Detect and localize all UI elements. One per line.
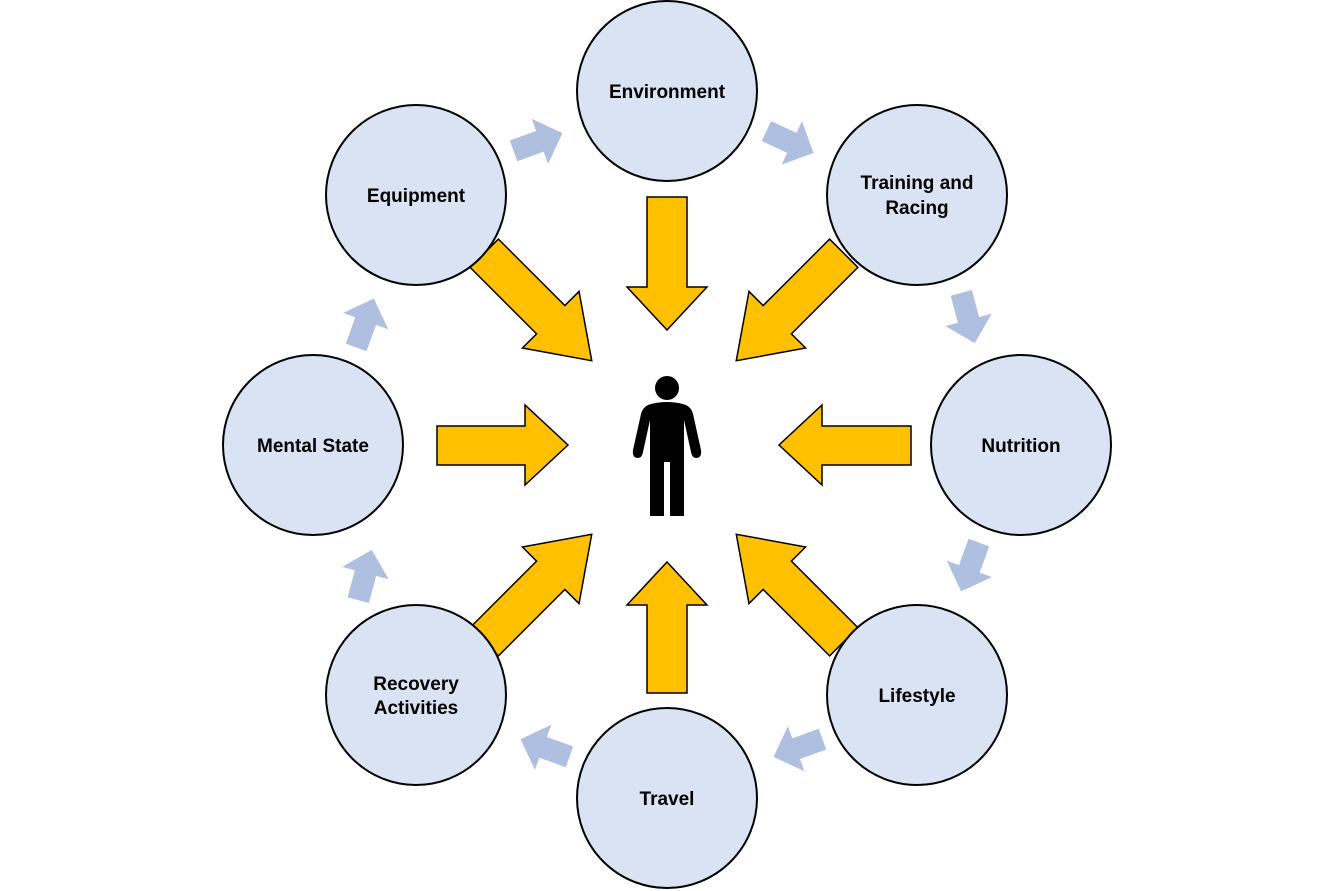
influence-arrow-mental-state <box>436 403 570 487</box>
node-mental-state: Mental State <box>222 354 404 536</box>
cycle-arrow-travel-to-recovery <box>520 724 574 770</box>
node-label: Recovery <box>373 674 459 695</box>
node-label: Racing <box>885 198 948 219</box>
node-label: Activities <box>374 698 458 719</box>
node-training-and-racing: Training and Racing <box>826 104 1008 286</box>
node-label: Environment <box>609 82 726 103</box>
node-label: Mental State <box>257 436 369 457</box>
node-lifestyle: Lifestyle <box>826 604 1008 786</box>
node-recovery-activities: Recovery Activities <box>325 604 507 786</box>
cycle-arrows <box>342 118 992 772</box>
influence-arrow-lifestyle <box>735 533 859 657</box>
node-label: Lifestyle <box>878 686 955 707</box>
cycle-arrow-equipment-to-environment <box>509 118 563 164</box>
cycle-arrow-training-to-nutrition <box>945 290 992 344</box>
node-nutrition: Nutrition <box>930 354 1112 536</box>
person-icon <box>632 376 702 516</box>
node-label: Equipment <box>367 186 466 207</box>
node-environment: Environment <box>576 0 758 182</box>
cycle-arrow-lifestyle-to-travel <box>773 726 827 772</box>
influence-arrow-equipment <box>469 238 593 362</box>
influence-arrow-training <box>735 238 859 362</box>
cycle-arrow-recovery-to-mental <box>342 549 389 603</box>
node-equipment: Equipment <box>325 104 507 286</box>
influence-arrow-travel <box>625 560 709 694</box>
node-label: Travel <box>640 789 695 810</box>
node-travel: Travel <box>576 707 758 889</box>
influence-arrows <box>436 196 912 694</box>
cycle-arrow-nutrition-to-lifestyle <box>946 538 992 592</box>
cycle-arrow-mental-to-equipment <box>343 298 389 352</box>
influence-arrow-recovery <box>469 533 593 657</box>
cycle-arrow-environment-to-training <box>761 121 814 165</box>
node-label: Training and <box>861 173 974 194</box>
node-label: Nutrition <box>981 436 1060 457</box>
influence-arrow-environment <box>625 196 709 332</box>
influence-arrow-nutrition <box>777 403 912 487</box>
